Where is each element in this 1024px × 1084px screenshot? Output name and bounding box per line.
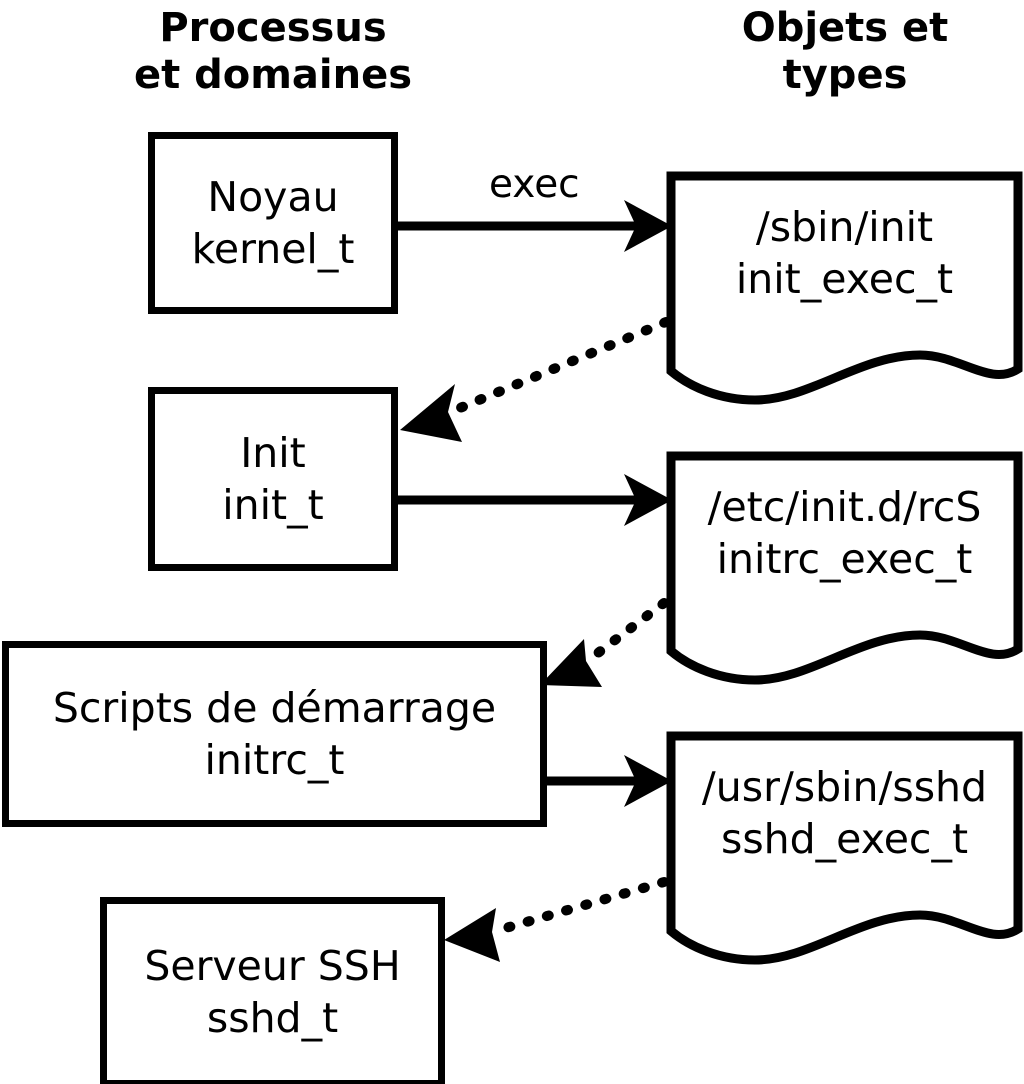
arrow-initrc-exec-to-initrc [540, 598, 669, 687]
process-box-sshd[interactable]: Serveur SSH sshd_t [100, 897, 445, 1084]
process-box-kernel[interactable]: Noyau kernel_t [148, 132, 398, 314]
arrow-kernel-to-init-exec [396, 200, 672, 252]
process-box-init-line1: Init [240, 429, 306, 477]
process-box-initrc[interactable]: Scripts de démarrage initrc_t [2, 641, 547, 827]
document-label-sshd-exec-line2: sshd_exec_t [720, 815, 969, 863]
arrow-init-exec-to-init [400, 317, 671, 442]
process-box-initrc-line2: initrc_t [204, 736, 345, 784]
arrow-sshd-exec-to-sshd [444, 877, 669, 962]
process-box-sshd-line1: Serveur SSH [144, 942, 401, 990]
edge-label-exec: exec [489, 162, 580, 207]
document-shape-sshd-exec[interactable]: /usr/sbin/sshd sshd_exec_t [660, 725, 1024, 965]
document-label-sshd-exec-line1: /usr/sbin/sshd [701, 763, 988, 811]
process-box-init[interactable]: Init init_t [148, 387, 398, 571]
document-label-initrc-exec-line2: initrc_exec_t [716, 535, 973, 583]
process-box-init-line2: init_t [222, 481, 324, 529]
column-header-processes: Processus et domaines [133, 5, 413, 98]
process-box-sshd-line2: sshd_t [206, 994, 339, 1042]
document-shape-initrc-exec[interactable]: /etc/init.d/rcS initrc_exec_t [660, 445, 1024, 685]
arrow-init-to-initrc-exec [396, 474, 672, 526]
document-label-initrc-exec: /etc/init.d/rcS initrc_exec_t [671, 481, 1018, 585]
process-box-kernel-line2: kernel_t [191, 225, 355, 273]
document-label-init-exec-line1: /sbin/init [755, 203, 934, 251]
process-box-kernel-line1: Noyau [207, 173, 339, 221]
document-label-init-exec: /sbin/init init_exec_t [671, 201, 1018, 305]
document-label-initrc-exec-line1: /etc/init.d/rcS [707, 483, 982, 531]
process-box-initrc-line1: Scripts de démarrage [52, 684, 497, 732]
column-header-objects: Objets et types [741, 5, 949, 98]
document-shape-init-exec[interactable]: /sbin/init init_exec_t [660, 165, 1024, 405]
document-label-sshd-exec: /usr/sbin/sshd sshd_exec_t [671, 761, 1018, 865]
document-label-init-exec-line2: init_exec_t [735, 255, 954, 303]
arrow-initrc-to-sshd-exec [545, 755, 672, 807]
